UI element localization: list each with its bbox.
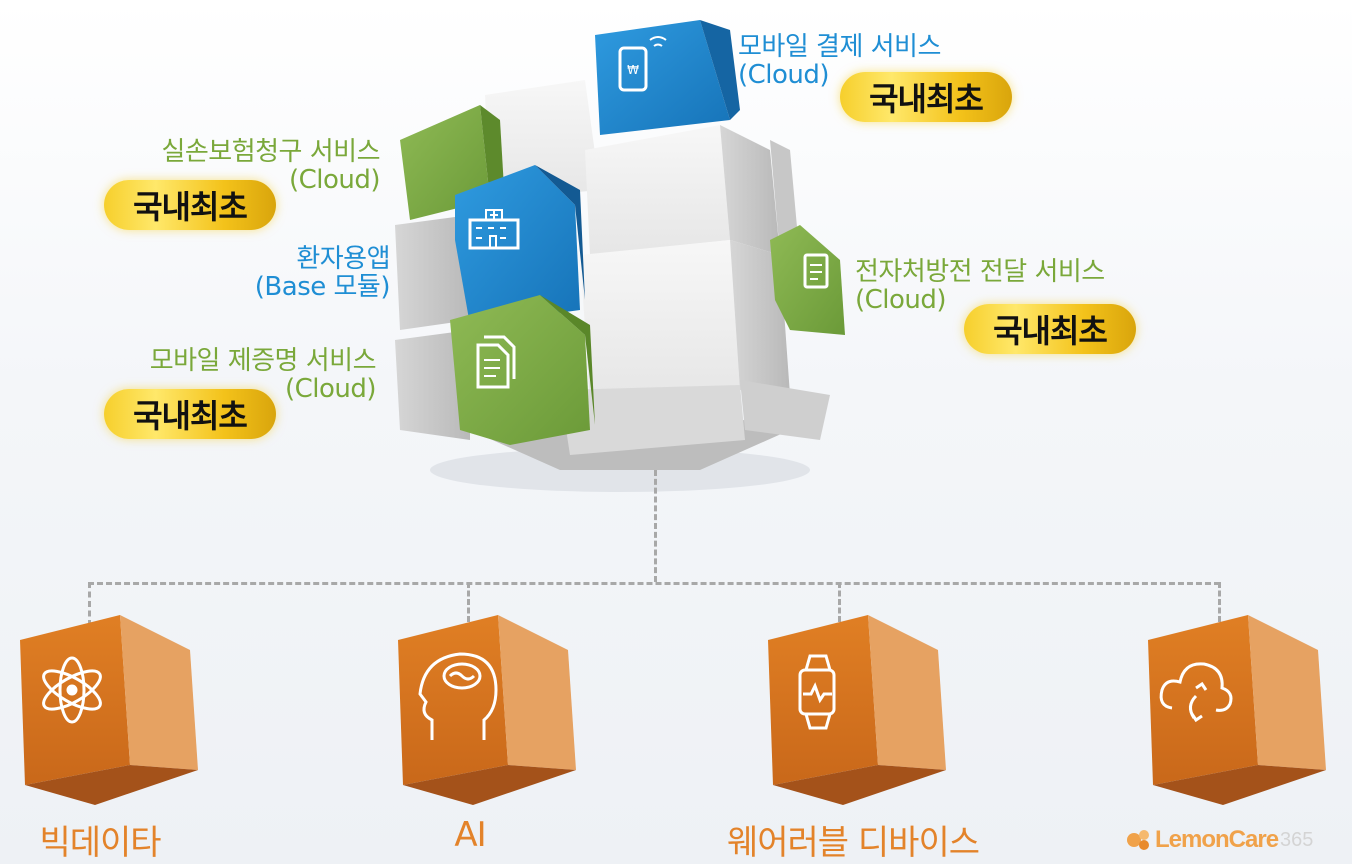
cube-document (450, 295, 595, 445)
patient-app-sub: (Base 모듈) (254, 272, 391, 303)
brand-name: LemonCare (1155, 826, 1279, 853)
cloud-icon (1159, 662, 1233, 723)
ai-box (398, 615, 576, 805)
cube-mobile-payment: ₩ (595, 20, 740, 135)
first-in-korea-badge: 국내최초 (104, 389, 276, 439)
prescription-title: 전자처방전 전달 서비스 (855, 257, 1105, 287)
bottom-boxes (20, 615, 1326, 805)
connector-bar (88, 582, 1220, 585)
brand-suffix: 365 (1280, 828, 1314, 851)
cube-prescription (770, 225, 845, 335)
wearable-label: 웨어러블 디바이스 (726, 823, 980, 863)
connector-drop-2 (467, 582, 470, 622)
bigdata-box (20, 615, 198, 805)
smartwatch-icon (798, 654, 836, 730)
lemoncare-logo-icon (1127, 830, 1149, 850)
insurance-claim-sub: (Cloud) (288, 165, 381, 196)
first-in-korea-badge: 국내최초 (840, 72, 1012, 122)
cloud-box (1148, 615, 1326, 805)
certificate-sub: (Cloud) (284, 374, 377, 405)
svg-text:₩: ₩ (627, 63, 639, 77)
prescription-sub: (Cloud) (855, 285, 947, 316)
ai-label: AI (454, 815, 486, 855)
first-in-korea-badge: 국내최초 (964, 304, 1136, 354)
patient-app-label: 환자용앱 (Base 모듈) (200, 244, 391, 303)
certificate-label: 모바일 제증명 서비스 (Cloud) (100, 346, 377, 405)
atom-icon (42, 656, 102, 724)
cube-hospital (455, 165, 585, 325)
insurance-claim-title: 실손보험청구 서비스 (161, 137, 380, 167)
first-in-korea-badge: 국내최초 (104, 180, 276, 230)
mobile-payment-sub: (Cloud) (738, 60, 830, 91)
connector-trunk (654, 470, 657, 582)
bigdata-label: 빅데이타 (39, 823, 161, 863)
connector-drop-3 (838, 582, 841, 622)
mobile-payment-title: 모바일 결제 서비스 (738, 32, 941, 62)
main-cube: ₩ (395, 20, 845, 492)
connector-drop-4 (1218, 582, 1221, 622)
lemoncare-logo: LemonCare 365 (1125, 826, 1313, 854)
insurance-claim-label: 실손보험청구 서비스 (Cloud) (110, 138, 380, 194)
certificate-title: 모바일 제증명 서비스 (149, 346, 377, 376)
brain-head-icon (418, 652, 498, 740)
mobile-payment-label: 모바일 결제 서비스 (Cloud) (738, 33, 941, 89)
prescription-label: 전자처방전 전달 서비스 (Cloud) (855, 258, 1105, 314)
connector-drop-1 (88, 582, 91, 626)
patient-app-title: 환자용앱 (296, 244, 390, 274)
wearable-box (768, 615, 946, 805)
